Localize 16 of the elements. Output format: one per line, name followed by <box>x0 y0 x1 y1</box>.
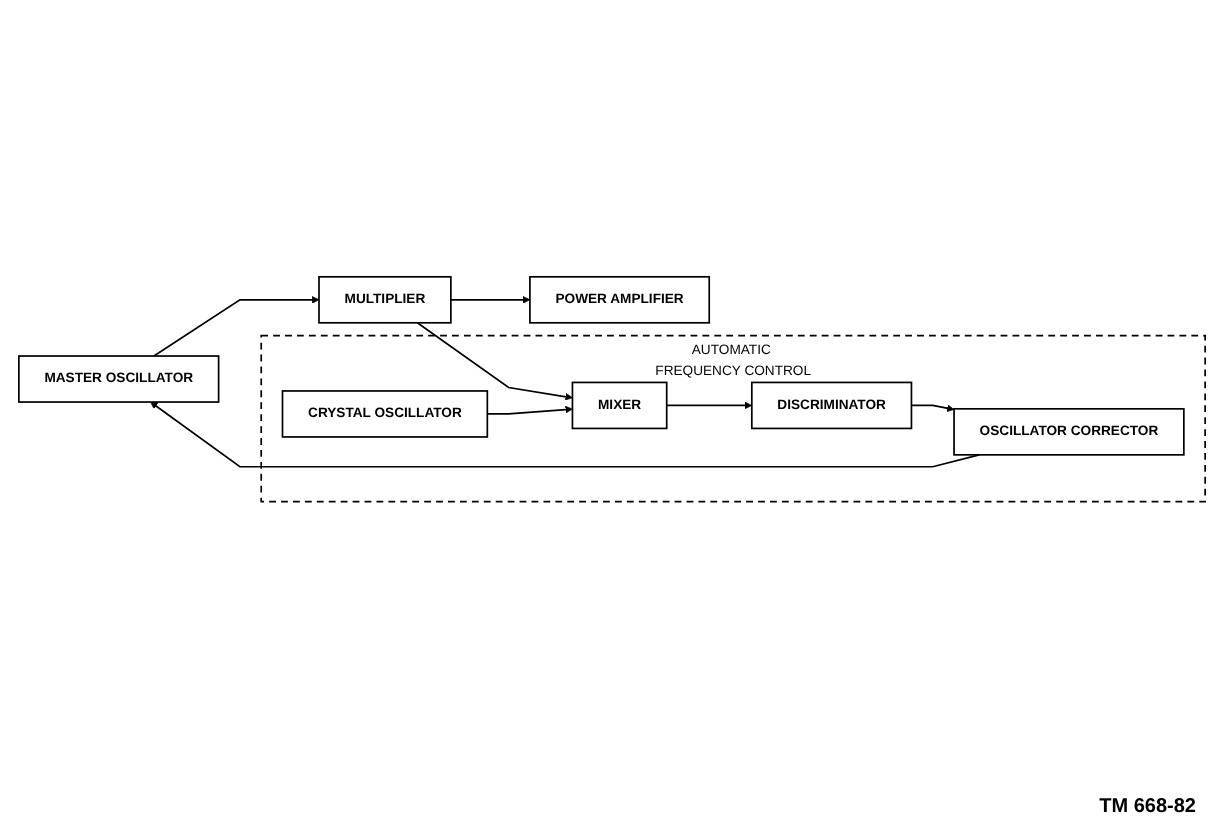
arrow <box>150 402 981 469</box>
arrow <box>910 405 955 413</box>
arrow <box>416 322 573 402</box>
figure-number: TM 668-82 <box>1099 796 1196 818</box>
node-box <box>18 355 220 404</box>
node-box <box>281 390 489 439</box>
node-box <box>953 408 1185 457</box>
arrow <box>450 296 531 305</box>
arrow <box>153 296 320 358</box>
arrow <box>486 406 573 416</box>
cluster <box>260 335 1206 504</box>
node-box <box>318 276 452 325</box>
arrow <box>665 402 753 410</box>
node-box <box>571 382 668 431</box>
node-box <box>529 276 711 325</box>
node-box <box>750 382 913 431</box>
